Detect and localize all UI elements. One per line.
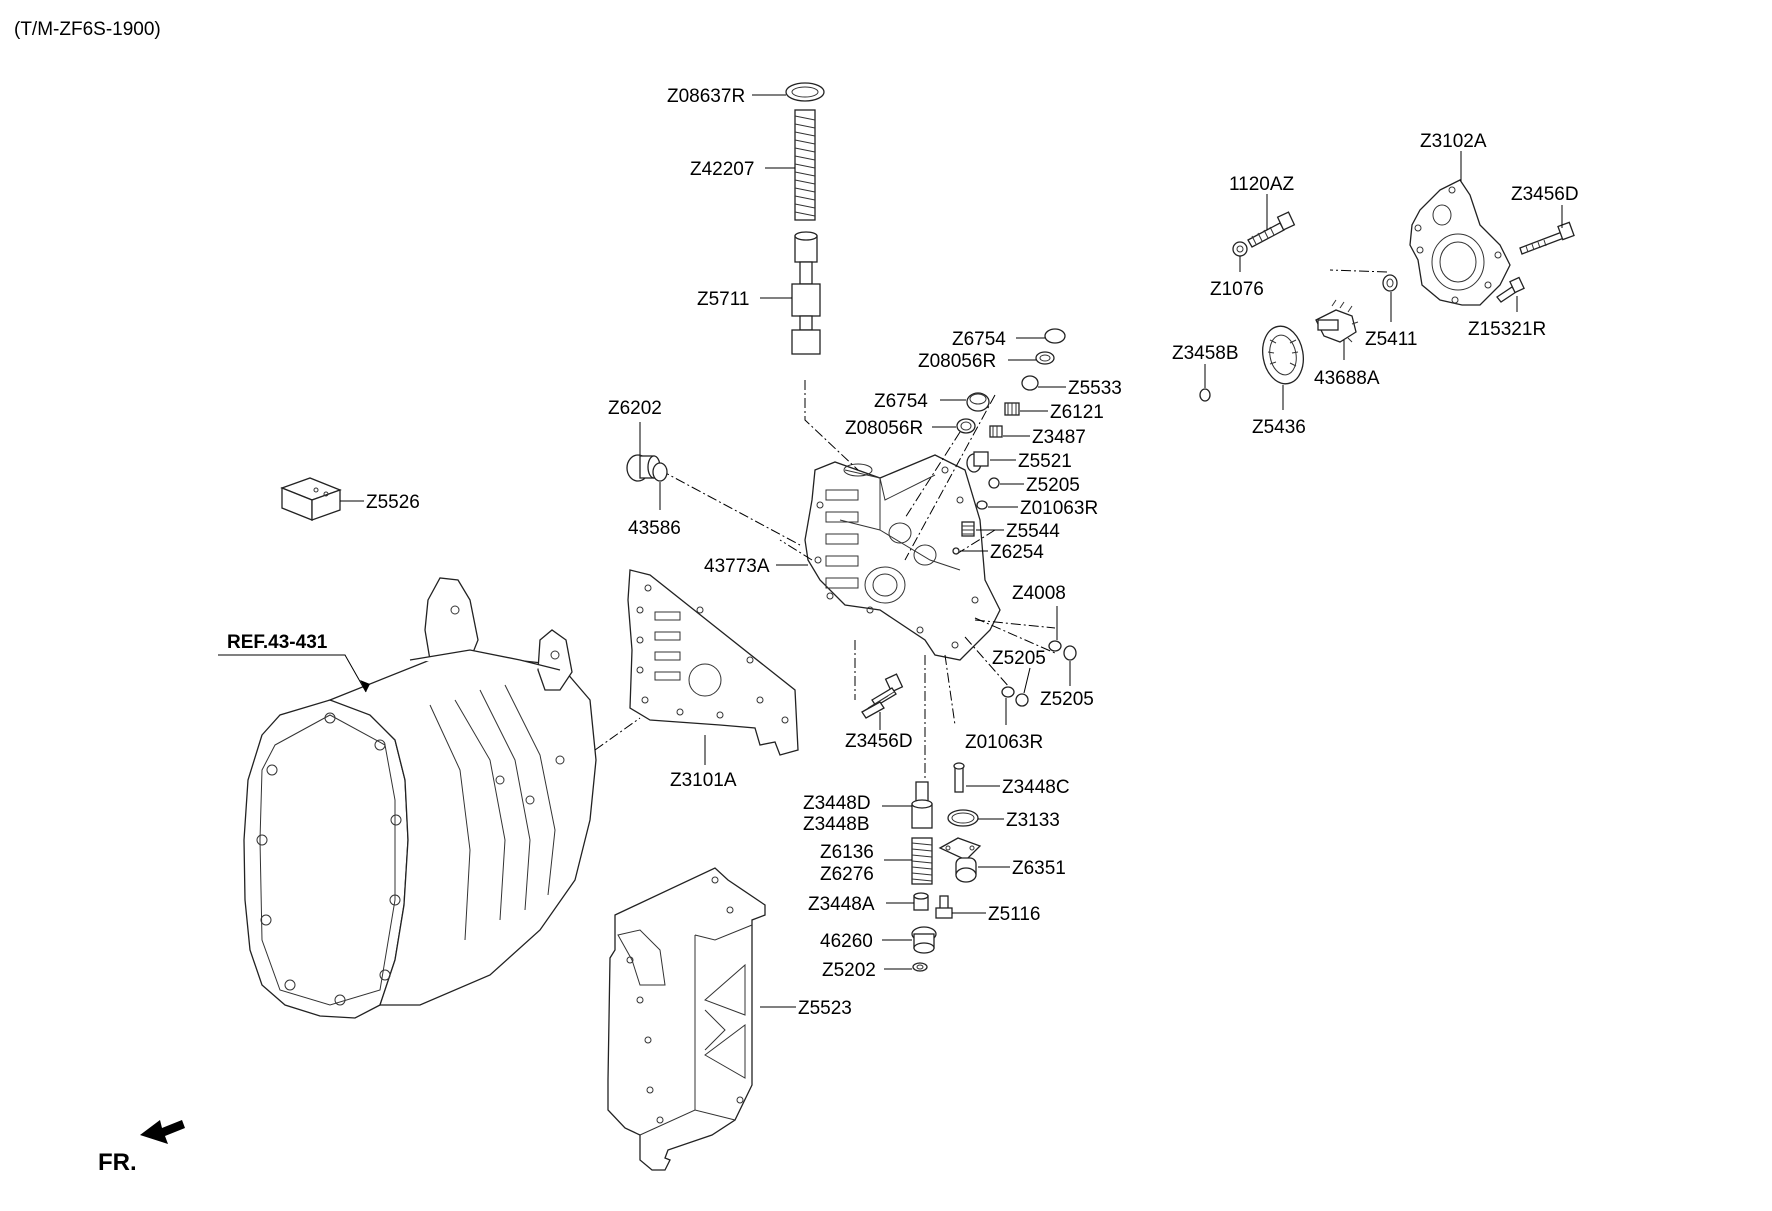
callout-z01063r-lower: Z01063R bbox=[965, 732, 1043, 753]
callout-z5205-mid: Z5205 bbox=[992, 648, 1046, 669]
callout-43773a: 43773A bbox=[704, 556, 770, 577]
callout-z5116: Z5116 bbox=[988, 904, 1040, 925]
valve-z3448d-z3448b bbox=[911, 781, 933, 829]
callout-z5544: Z5544 bbox=[1006, 521, 1060, 542]
gasket-ring-top bbox=[785, 82, 825, 102]
callout-z08056r-lower: Z08056R bbox=[845, 418, 923, 439]
callout-z6754-lower: Z6754 bbox=[874, 391, 928, 412]
ball-z5205-mid bbox=[1015, 693, 1029, 707]
ball-z6254 bbox=[952, 547, 960, 555]
callout-z3458b: Z3458B bbox=[1172, 343, 1239, 364]
callout-z5205-right: Z5205 bbox=[1040, 689, 1094, 710]
callout-z5711: Z5711 bbox=[697, 289, 749, 310]
callout-z3448d: Z3448D bbox=[803, 793, 871, 814]
callout-z5523: Z5523 bbox=[798, 998, 852, 1019]
callout-z3487: Z3487 bbox=[1032, 427, 1086, 448]
callout-46260: 46260 bbox=[820, 931, 873, 952]
callout-z3448b: Z3448B bbox=[803, 814, 870, 835]
bolt-z3456d-upper bbox=[1519, 221, 1575, 255]
oil-guard-z5523 bbox=[607, 867, 766, 1171]
ball-z5205-upper bbox=[988, 477, 1000, 489]
ring-z01063r-upper bbox=[976, 500, 988, 510]
callout-z6121: Z6121 bbox=[1050, 402, 1104, 423]
bracket-part bbox=[280, 477, 342, 521]
separator-plate bbox=[627, 569, 799, 756]
pump-shaft-43688a bbox=[1315, 299, 1359, 343]
callout-z3448c: Z3448C bbox=[1002, 777, 1070, 798]
callout-z08056r-upper: Z08056R bbox=[918, 351, 996, 372]
ring-z5202 bbox=[912, 962, 928, 972]
ring-z08056r-lower bbox=[956, 418, 976, 434]
oring-43586 bbox=[652, 462, 668, 482]
ring-z08056r-upper bbox=[1035, 351, 1055, 365]
solenoid-z6351 bbox=[938, 837, 982, 883]
gear-z5436 bbox=[1262, 325, 1304, 385]
callout-z5533: Z5533 bbox=[1068, 378, 1122, 399]
ring-z01063r-lower bbox=[1001, 686, 1015, 698]
reference-label: REF.43-431 bbox=[227, 632, 328, 653]
ring-z4008 bbox=[1048, 640, 1062, 652]
callout-z01063r-upper: Z01063R bbox=[1020, 498, 1098, 519]
callout-1120az: 1120AZ bbox=[1229, 174, 1295, 195]
callout-z42207: Z42207 bbox=[690, 159, 754, 180]
callout-z5526: Z5526 bbox=[366, 492, 420, 513]
callout-z5521: Z5521 bbox=[1018, 451, 1072, 472]
bolt-z3456d-lower bbox=[861, 673, 904, 719]
callout-z3456d-lower: Z3456D bbox=[845, 731, 913, 752]
transmission-housing bbox=[243, 577, 597, 1019]
callout-z15321r: Z15321R bbox=[1468, 319, 1546, 340]
pin-z3448c bbox=[953, 762, 965, 793]
cap-z5533 bbox=[1021, 375, 1039, 391]
callout-z5436: Z5436 bbox=[1252, 417, 1306, 438]
bolt-z5116 bbox=[935, 895, 953, 919]
callout-z5202: Z5202 bbox=[822, 960, 876, 981]
callout-z6136: Z6136 bbox=[820, 842, 874, 863]
callout-z5205-upper: Z5205 bbox=[1026, 475, 1080, 496]
pump-cover-z3102a bbox=[1409, 179, 1511, 306]
front-direction-indicator: FR. bbox=[98, 1120, 185, 1176]
valve-body bbox=[804, 454, 1001, 661]
oring-z3133 bbox=[947, 809, 979, 827]
callout-43688a: 43688A bbox=[1314, 368, 1380, 389]
callout-z1076: Z1076 bbox=[1210, 279, 1264, 300]
spring-long bbox=[794, 109, 816, 221]
callout-z3133: Z3133 bbox=[1006, 810, 1060, 831]
washer-z1076 bbox=[1232, 241, 1248, 257]
plug-z6754-upper bbox=[1044, 328, 1066, 344]
diagram-code-title: (T/M-ZF6S-1900) bbox=[14, 19, 161, 40]
bolt-1120az bbox=[1247, 211, 1296, 248]
valve-spool bbox=[791, 231, 821, 355]
callout-z6276: Z6276 bbox=[820, 864, 874, 885]
callout-z3448a: Z3448A bbox=[808, 894, 875, 915]
spring-z3487 bbox=[989, 425, 1003, 438]
callout-z3102a: Z3102A bbox=[1420, 131, 1487, 152]
cap-z3448a bbox=[913, 892, 929, 911]
callout-z4008: Z4008 bbox=[1012, 583, 1066, 604]
callout-z5411: Z5411 bbox=[1365, 329, 1417, 350]
nut-z3458b bbox=[1199, 388, 1211, 402]
nut-z5411 bbox=[1382, 274, 1398, 292]
callout-z6202: Z6202 bbox=[608, 398, 662, 419]
spring-z5544 bbox=[961, 521, 975, 537]
spring-z6136-z6276 bbox=[911, 837, 933, 885]
callout-z3101a: Z3101A bbox=[670, 770, 737, 791]
spring-z6121 bbox=[1004, 402, 1020, 416]
plug-46260 bbox=[911, 926, 937, 954]
front-direction-label: FR. bbox=[98, 1149, 137, 1176]
bolt-z15321r bbox=[1496, 276, 1525, 303]
callout-z08637r: Z08637R bbox=[667, 86, 745, 107]
callout-z6754-upper: Z6754 bbox=[952, 329, 1006, 350]
callout-z6351: Z6351 bbox=[1012, 858, 1066, 879]
plug-z5205-right bbox=[1063, 645, 1077, 661]
plug-z6754-lower bbox=[966, 392, 990, 412]
callout-z6254: Z6254 bbox=[990, 542, 1044, 563]
valve-z5521 bbox=[966, 451, 989, 473]
callout-z3456d-upper: Z3456D bbox=[1511, 184, 1579, 205]
callout-43586: 43586 bbox=[628, 518, 681, 539]
